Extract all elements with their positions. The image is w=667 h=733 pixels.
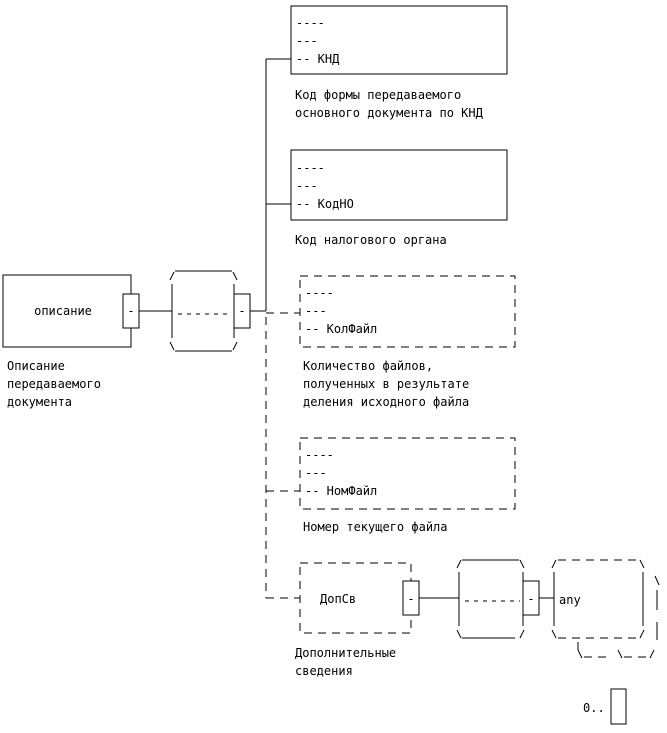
cardinality-indicator: 0..	[583, 688, 627, 725]
svg-text:Код формы передаваемого: Код формы передаваемого	[295, 88, 461, 102]
compositor-corner	[169, 341, 175, 351]
svg-text:полученных в результате: полученных в результате	[303, 377, 469, 391]
element-kolfail[interactable]: ---- --- -- КолФайл	[299, 275, 516, 348]
element-box[interactable]	[299, 275, 516, 348]
cardinality-box	[610, 688, 627, 725]
svg-text:документа: документа	[7, 395, 72, 409]
svg-text:Количество файлов,: Количество файлов,	[303, 359, 433, 373]
svg-text:Описание: Описание	[7, 359, 65, 373]
element-name: -- НомФайл	[305, 484, 377, 498]
svg-text:Дополнительные: Дополнительные	[295, 646, 396, 660]
any-corner	[551, 559, 557, 569]
root-description: Описание передаваемого документа	[7, 359, 101, 409]
element-line: ----	[296, 161, 325, 175]
svg-text:основного документа по КНД: основного документа по КНД	[295, 106, 484, 120]
compositor-corner	[456, 559, 462, 569]
element-line: ----	[305, 448, 334, 462]
element-line: ----	[296, 16, 325, 30]
element-box[interactable]	[299, 562, 412, 634]
sequence-toggle-symbol: -	[527, 592, 534, 606]
element-kolfail-description: Количество файлов, полученных в результа…	[303, 359, 469, 409]
compositor-corner	[519, 629, 525, 639]
svg-text:Код налогового органа: Код налогового органа	[295, 233, 447, 247]
compositor-corner	[169, 271, 175, 281]
element-knd-description: Код формы передаваемого основного докуме…	[295, 88, 484, 120]
cardinality-label: 0..	[583, 701, 605, 715]
element-name: -- КодНО	[296, 197, 354, 211]
element-line: ---	[305, 466, 327, 480]
any-corner	[551, 629, 557, 639]
any-shadow-corner	[654, 575, 660, 586]
element-box[interactable]	[299, 437, 516, 510]
root-element[interactable]: описание -	[2, 274, 140, 348]
element-kodno[interactable]: ---- --- -- КодНО	[290, 149, 508, 221]
root-toggle-symbol: -	[127, 304, 134, 318]
dopsv-sequence-compositor[interactable]: -	[456, 559, 540, 639]
any-shadow-corner	[649, 649, 655, 659]
element-name: ДопСв	[320, 592, 356, 606]
dopsv-toggle-symbol: -	[407, 592, 414, 606]
root-label: описание	[34, 304, 92, 318]
root-box[interactable]	[2, 274, 132, 348]
element-knd[interactable]: ---- --- -- КНД	[290, 5, 508, 75]
element-line: ----	[305, 286, 334, 300]
element-nomfail-description: Номер текущего файла	[303, 520, 448, 534]
sequence-toggle-symbol: -	[238, 304, 245, 318]
compositor-corner	[232, 271, 238, 281]
svg-text:деления исходного файла: деления исходного файла	[303, 395, 469, 409]
element-line: ---	[296, 34, 318, 48]
element-name: -- КНД	[296, 52, 340, 66]
any-label: any	[559, 593, 581, 607]
compositor-corner	[456, 629, 462, 639]
any-shadow-corner	[617, 649, 623, 659]
element-box[interactable]	[290, 149, 508, 221]
element-box[interactable]	[290, 5, 508, 75]
sequence-compositor[interactable]: -	[169, 270, 251, 352]
element-line: ---	[305, 304, 327, 318]
any-shadow-corner	[577, 649, 583, 659]
any-corner	[639, 559, 645, 569]
element-dopsv-description: Дополнительные сведения	[295, 646, 396, 678]
compositor-corner	[232, 341, 238, 351]
compositor-corner	[519, 559, 525, 569]
svg-text:Номер текущего файла: Номер текущего файла	[303, 520, 448, 534]
element-kodno-description: Код налогового органа	[295, 233, 447, 247]
svg-text:сведения: сведения	[295, 664, 353, 678]
element-dopsv[interactable]: ДопСв -	[299, 562, 420, 634]
element-line: ---	[296, 179, 318, 193]
svg-text:передаваемого: передаваемого	[7, 377, 101, 391]
element-nomfail[interactable]: ---- --- -- НомФайл	[299, 437, 516, 510]
element-name: -- КолФайл	[305, 322, 377, 336]
any-element[interactable]: any	[551, 559, 660, 659]
any-corner	[639, 629, 645, 639]
